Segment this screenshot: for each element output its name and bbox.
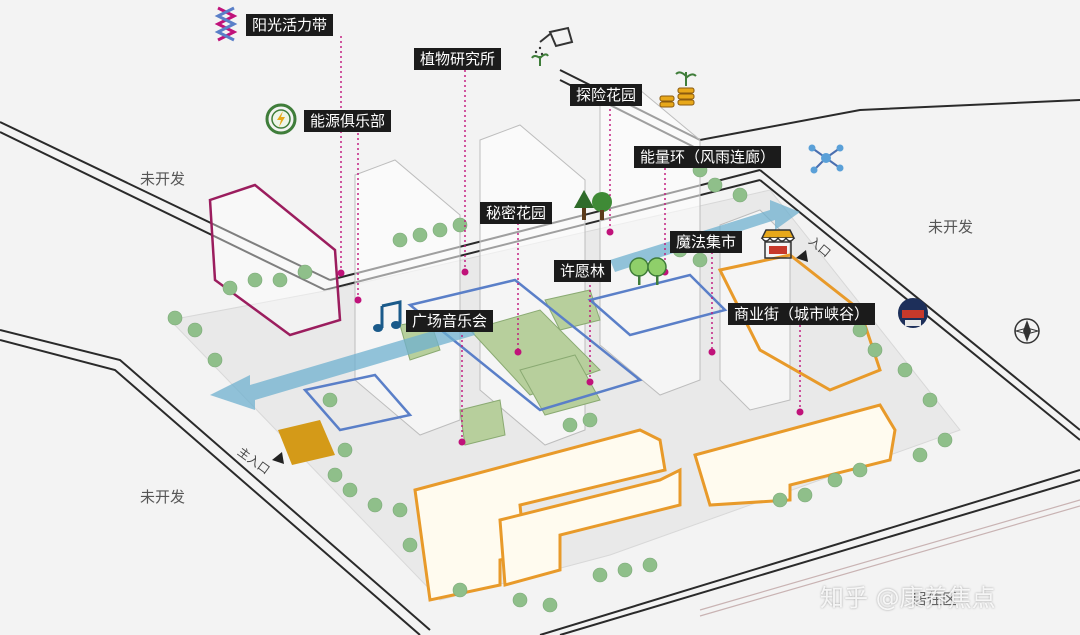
label-secret-garden: 秘密花园 [480,202,553,224]
watermark: 知乎 @康养焦点 [820,584,996,612]
zone-undeveloped-ne: 未开发 [928,218,974,236]
label-magic-market: 魔法集市 [670,231,743,253]
recycle-energy-icon [265,103,297,135]
label-commercial-street: 商业街（城市峡谷） [728,303,876,325]
market-stall-icon [760,229,796,259]
pointer-dots [337,228,804,446]
entrance-pad [278,420,335,465]
zone-undeveloped-nw: 未开发 [140,170,186,188]
round-trees-icon [629,257,667,285]
dna-helix-icon [214,6,238,42]
label-energy-club: 能源俱乐部 [304,110,392,132]
label-energy-ring: 能量环（风雨连廊） [634,146,782,168]
label-explore-garden: 探险花园 [570,84,643,106]
watering-can-icon [531,26,574,66]
pointer-lines [340,36,801,440]
label-sunshine-belt: 阳光活力带 [246,14,334,36]
label-wish-forest: 许愿林 [554,260,612,282]
compass-icon [1014,318,1040,344]
residential-blocks [413,253,897,602]
trees-icon [574,190,612,220]
music-note-icon [373,300,402,332]
zone-undeveloped-sw: 未开发 [140,488,186,506]
network-node-icon [808,144,844,174]
flow-arrow-west [210,320,475,410]
mall-sign-icon [898,298,928,328]
zone-residential: 居住区 [912,590,958,608]
label-plant-lab: 植物研究所 [414,48,502,70]
label-plaza-concert: 广场音乐会 [406,310,494,332]
seedling-coins-icon [659,71,697,108]
